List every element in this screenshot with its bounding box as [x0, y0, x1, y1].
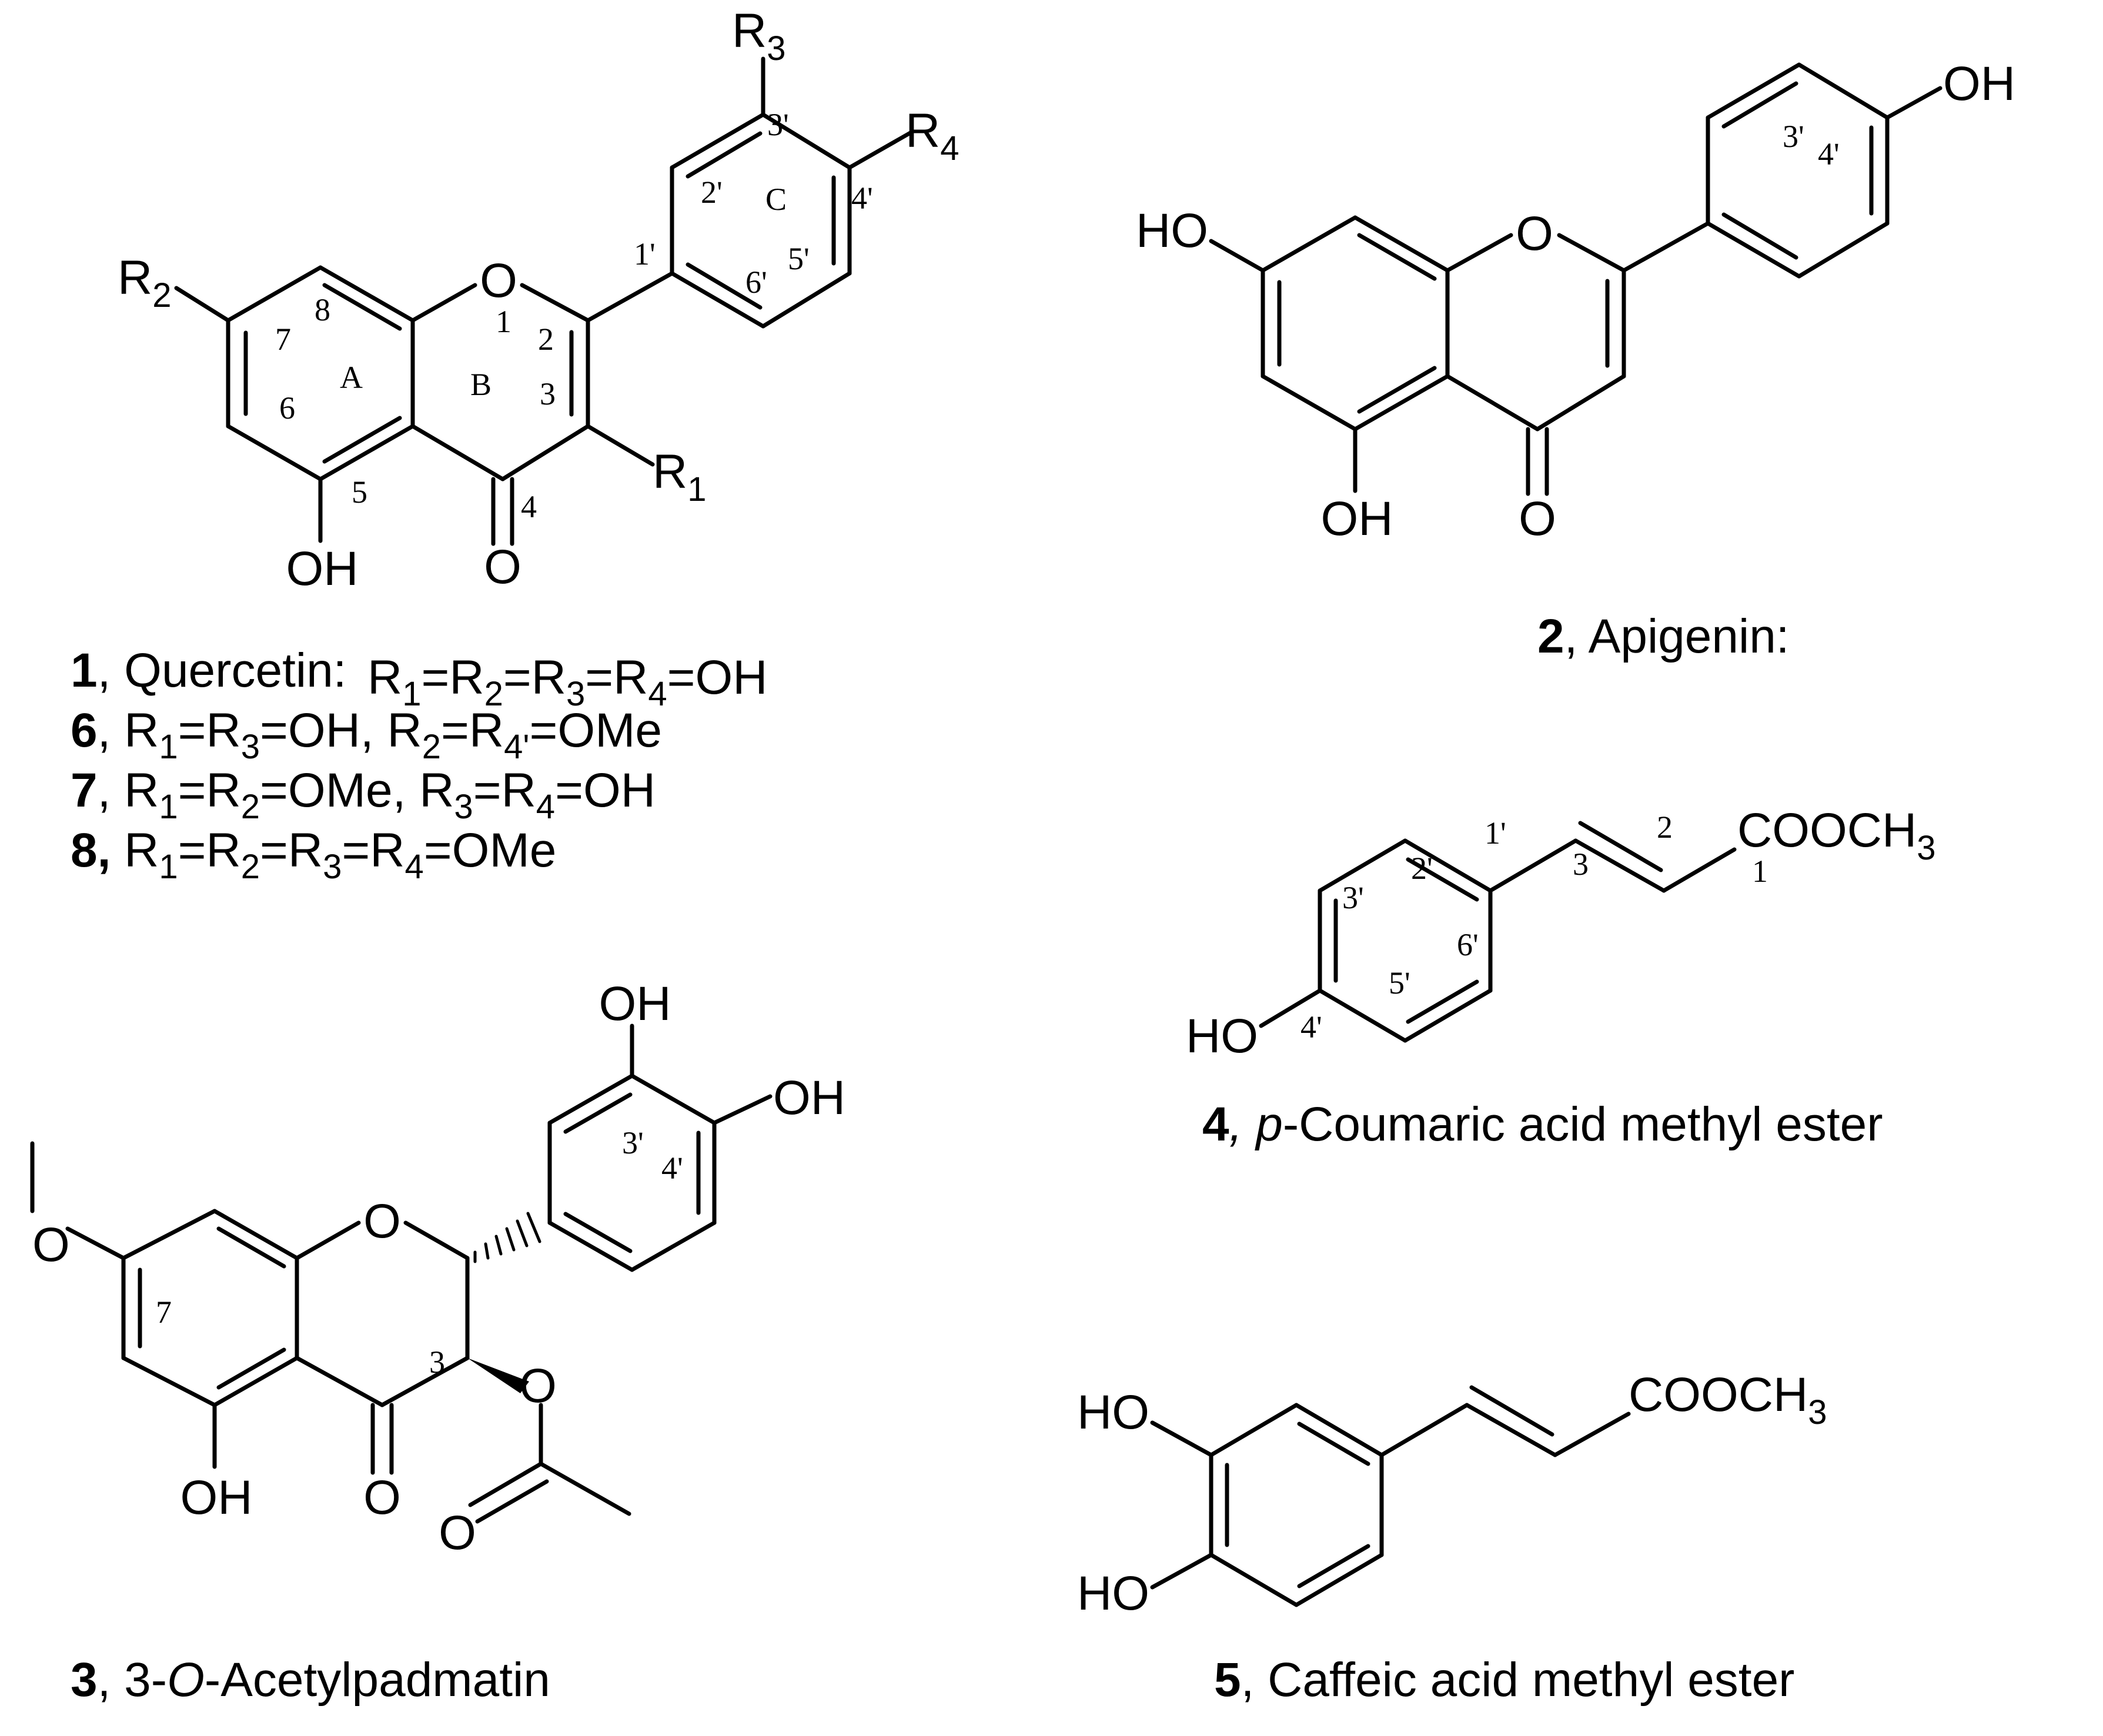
ester-group-label: COOCH3 [1629, 1368, 1827, 1431]
hydroxyl-3prime-label: OH [599, 977, 671, 1031]
caption-compound-5: 5, Caffeic acid methyl ester [1214, 1653, 1795, 1707]
solid-wedge-bond [467, 1358, 529, 1393]
compound-5-structure: COOCH3 HO HO [1077, 1368, 1827, 1620]
locant: 1 [496, 304, 511, 339]
caption-compound-6: 6, R1=R3=OH, R2=R4'=OMe [71, 704, 662, 766]
locant: 6 [279, 390, 295, 426]
compound-1-structure: O O OH R2 R1 R3 R4 1 2 3 4 5 6 7 8 1' 2'… [118, 4, 959, 596]
caption-compound-2: 2, Apigenin: [1537, 610, 1790, 663]
ring-oxygen-label: O [480, 254, 517, 307]
compound-2-structure: O O OH HO OH 3' 4' [1136, 57, 2015, 546]
locant: 5 [352, 474, 367, 510]
hydroxyl-7-label: HO [1136, 204, 1208, 257]
carbonyl-oxygen-label: O [1519, 492, 1556, 546]
compound-1-legend: 1, Quercetin: R1=R2=R3=R4=OH 6, R1=R3=OH… [71, 644, 768, 886]
locant: 5' [1389, 965, 1410, 1001]
locant: 7 [275, 322, 291, 357]
compound-4-bonds [1259, 821, 1737, 1043]
hydroxyl-3-label: HO [1077, 1386, 1149, 1439]
locant: 7 [156, 1295, 172, 1330]
hydroxyl-5-label: OH [180, 1471, 253, 1524]
locant: 3 [540, 376, 556, 412]
ester-oxygen-label: O [519, 1359, 557, 1413]
hydroxyl-4prime-label: OH [1943, 57, 2015, 111]
ring-label-c: C [765, 182, 787, 217]
locant: 4' [1818, 136, 1840, 172]
locant: 3 [429, 1344, 445, 1380]
ring-oxygen-label: O [1516, 207, 1553, 260]
locant: 4 [521, 489, 537, 524]
compound-3-bonds [30, 1023, 773, 1524]
compound-4-structure: COOCH3 HO 1 2 3 1' 2' 3' 4' 5' 6' [1186, 804, 1935, 1063]
hydroxyl-4-label: HO [1077, 1567, 1149, 1620]
caption-compound-3: 3, 3-O-Acetylpadmatin [71, 1653, 550, 1707]
locant: 2' [1411, 851, 1433, 886]
compound-3-structure: O O O OH O O OH OH 7 3 3' 4' [30, 977, 845, 1560]
locant: 4' [851, 180, 873, 216]
locant: 2 [1657, 810, 1673, 845]
locant: 8 [315, 292, 330, 327]
substituent-r2-label: R2 [118, 251, 171, 315]
locant: 3 [1573, 847, 1589, 882]
caption-compound-7: 7, R1=R2=OMe, R3=R4=OH [71, 764, 656, 826]
locant: 4' [661, 1150, 683, 1186]
locant: 1 [1752, 854, 1768, 889]
locant: 1' [1485, 815, 1506, 851]
compound-1-bonds [174, 56, 914, 546]
compound-1-locants: 1 2 3 4 5 6 7 8 1' 2' 3' 4' 5' 6' A B C [275, 107, 873, 524]
locant: 6' [745, 265, 767, 300]
hydroxyl-5-label: OH [1321, 492, 1393, 546]
locant: 2' [701, 175, 723, 210]
hydroxyl-5-label: OH [286, 542, 359, 596]
compound-5-bonds [1150, 1385, 1631, 1607]
locant: 3' [1342, 880, 1364, 915]
substituent-r3-label: R3 [732, 4, 785, 68]
locant: 6' [1457, 927, 1479, 962]
hydroxyl-4prime-label: OH [773, 1071, 845, 1125]
substituent-r4-label: R4 [905, 104, 959, 168]
compound-2-bonds [1209, 62, 1942, 496]
hydroxyl-4prime-label: HO [1186, 1009, 1258, 1063]
methoxy-oxygen-label: O [32, 1218, 70, 1272]
ester-group-label: COOCH3 [1737, 804, 1935, 867]
caption-compound-4: 4, p-Coumaric acid methyl ester [1202, 1098, 1883, 1151]
compound-4-locants: 1 2 3 1' 2' 3' 4' 5' 6' [1300, 810, 1768, 1045]
locant: 2 [538, 322, 554, 357]
caption-compound-1: 1, Quercetin: [71, 644, 346, 697]
substituent-r1-label: R1 [653, 445, 706, 509]
locant: 3' [622, 1125, 644, 1160]
carbonyl-oxygen-label: O [363, 1471, 401, 1524]
locant: 1' [634, 236, 656, 272]
acetyl-oxygen-label: O [439, 1506, 476, 1560]
locant: 3' [1783, 119, 1804, 154]
caption-compound-8: 8, R1=R2=R3=R4=OMe [71, 824, 556, 886]
locant: 3' [767, 107, 789, 142]
locant: 4' [1300, 1009, 1322, 1045]
hashed-wedge-bond [473, 1212, 541, 1263]
ring-label-b: B [470, 367, 492, 402]
ring-oxygen-label: O [363, 1195, 401, 1248]
locant: 5' [788, 241, 810, 276]
carbonyl-oxygen-label: O [484, 540, 521, 594]
ring-label-a: A [340, 360, 363, 395]
caption-compound-1-substituents: R1=R2=R3=R4=OH [367, 651, 768, 713]
